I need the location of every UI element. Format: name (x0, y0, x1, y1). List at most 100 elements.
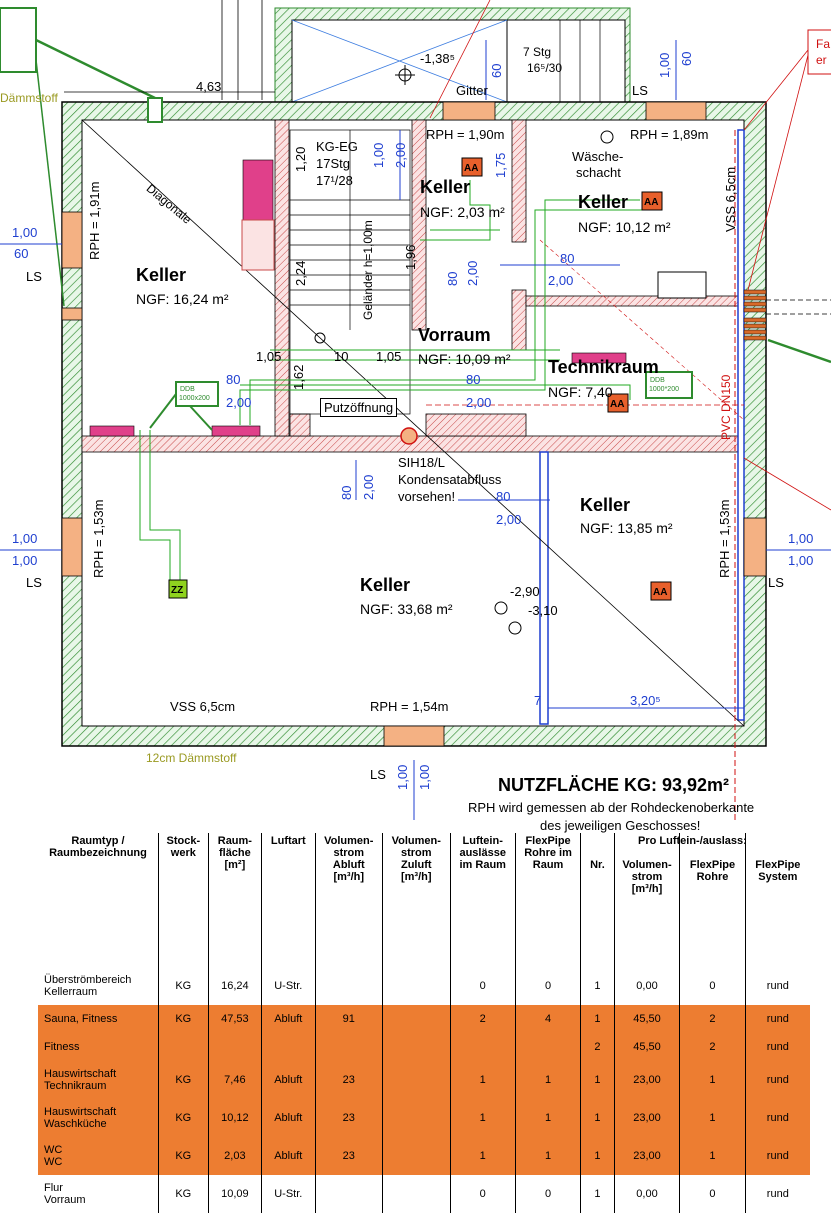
dim-label: 2,00 (496, 512, 522, 527)
room-ngf: NGF: 2,03 m² (420, 204, 505, 220)
cell-abluft (314, 1175, 383, 1213)
dim-label: 2,00 (226, 395, 252, 410)
room-ngf: NGF: 10,12 m² (578, 219, 671, 235)
cell-sys: rund (744, 1033, 810, 1061)
dim-label: 2,00 (465, 260, 480, 286)
cell-sys: rund (744, 1099, 810, 1137)
cell-flaeche (207, 1033, 262, 1061)
ventilation-table: Raumtyp / Raumbezeichnung Stock-werk Rau… (0, 833, 831, 1213)
cell-stock: KG (157, 1005, 209, 1033)
col-header: Volumen-strom Abluft [m³/h] (314, 833, 383, 941)
cell-fp: 1 (679, 1137, 746, 1175)
svg-text:AA: AA (464, 163, 478, 174)
dim-label: 1,96 (403, 244, 418, 270)
cell-flaeche: 10,09 (207, 1175, 262, 1213)
cell-flaeche: 47,53 (207, 1005, 262, 1033)
cell-rohre: 1 (514, 1061, 581, 1099)
col-header: FlexPipe Rohre (679, 833, 746, 941)
cell-fp: 0 (679, 1175, 746, 1213)
cell-abluft: 91 (314, 1005, 383, 1033)
room-name: Hauswirtschaft (44, 1106, 117, 1118)
insulation-label: 12cm Dämmstoff (146, 751, 237, 765)
rph-note: des jeweiligen Geschosses! (540, 818, 701, 833)
cell-rohre: 1 (514, 1099, 581, 1137)
cell-zuluft (382, 1137, 451, 1175)
cell-rohre: 4 (514, 1005, 581, 1033)
ddb-label: 1000*200 (649, 386, 679, 393)
partition-keller (539, 451, 549, 725)
room-ngf: NGF: 13,85 m² (580, 520, 673, 536)
dim-label: 1,00 (395, 764, 410, 790)
cell-luftart: Abluft (261, 1099, 316, 1137)
cell-auslaesse: 1 (449, 1099, 516, 1137)
cell-nr: 2 (580, 1033, 615, 1061)
col-header: Raum-fläche [m²] (207, 833, 262, 941)
cell-abluft: 23 (314, 1061, 383, 1099)
putz-label: Putzöffnung (320, 398, 398, 417)
dim-label: 4,63 (196, 79, 222, 94)
wall-wc-right (511, 119, 527, 243)
vss-label: VSS 6,5cm (723, 166, 738, 232)
col-header: FlexPipe Rohre im Raum (514, 833, 581, 941)
dim-label: 1,00 (12, 553, 38, 568)
room-name: Keller (580, 495, 631, 515)
col-header: Luftein-auslässe im Raum (449, 833, 516, 941)
rph-label: RPH = 1,89m (630, 127, 709, 142)
cell-flaeche: 10,12 (207, 1099, 262, 1137)
cell-zuluft (382, 967, 451, 1005)
dim-label: 10 (334, 349, 349, 364)
room-name: Vorraum (418, 325, 491, 345)
dim-label: 1,62 (291, 364, 306, 390)
room-name-cell: Fitness (38, 1033, 159, 1061)
dim-label: 1,20 (293, 146, 308, 172)
room-table: Raumtyp / Raumbezeichnung Stock-werk Rau… (38, 833, 810, 1213)
cell-stock: KG (157, 1061, 209, 1099)
cell-rohre (514, 1033, 581, 1061)
room-subname: Vorraum (44, 1194, 86, 1206)
col-header: Volumen-strom Zuluft [m³/h] (382, 833, 451, 941)
annotation-label: er (816, 53, 827, 67)
dim-label: 80 (496, 489, 511, 504)
cell-zuluft (382, 1099, 451, 1137)
cell-zuluft (382, 1005, 451, 1033)
ddb-label: 1000x200 (179, 395, 210, 402)
gitter-label: Gitter (456, 83, 488, 98)
room-name: Fitness (44, 1041, 80, 1053)
cell-zuluft (382, 1061, 451, 1099)
cell-rohre: 0 (514, 967, 581, 1005)
dim-label: 2,00 (466, 395, 492, 410)
cell-nr: 1 (580, 967, 615, 1005)
cell-vol: 45,50 (613, 1033, 680, 1061)
cell-abluft: 23 (314, 1137, 383, 1175)
annotation-label: Fa (816, 37, 831, 51)
vss-label: VSS 6,5cm (170, 699, 236, 714)
room-name: Flur (44, 1182, 63, 1194)
cell-stock: KG (157, 1175, 209, 1213)
room-subname: Waschküche (44, 1118, 107, 1130)
cell-nr: 1 (580, 1099, 615, 1137)
dim-label: 1,05 (256, 349, 282, 364)
dim-label: 1,00 (657, 52, 672, 78)
level-label: -1,38⁵ (420, 51, 456, 66)
cell-nr: 1 (580, 1061, 615, 1099)
cell-sys: rund (744, 1137, 810, 1175)
room-ngf: NGF: 7,40 (548, 384, 613, 400)
vents (89, 159, 627, 437)
spacer-row (38, 941, 810, 967)
dim-label: 1,00 (371, 142, 386, 168)
cell-flaeche: 7,46 (207, 1061, 262, 1099)
dim-label: 80 (560, 251, 575, 266)
room-ngf: NGF: 16,24 m² (136, 291, 229, 307)
cell-nr: 1 (580, 1137, 615, 1175)
cell-nr: 1 (580, 1005, 615, 1033)
room-name: Keller (360, 575, 411, 595)
cell-sys: rund (744, 967, 810, 1005)
wall-vorraum-right (511, 289, 527, 351)
dim-label: 1,00 (12, 531, 38, 546)
floor-plan: AA AA AA AA ZZ (0, 0, 831, 820)
